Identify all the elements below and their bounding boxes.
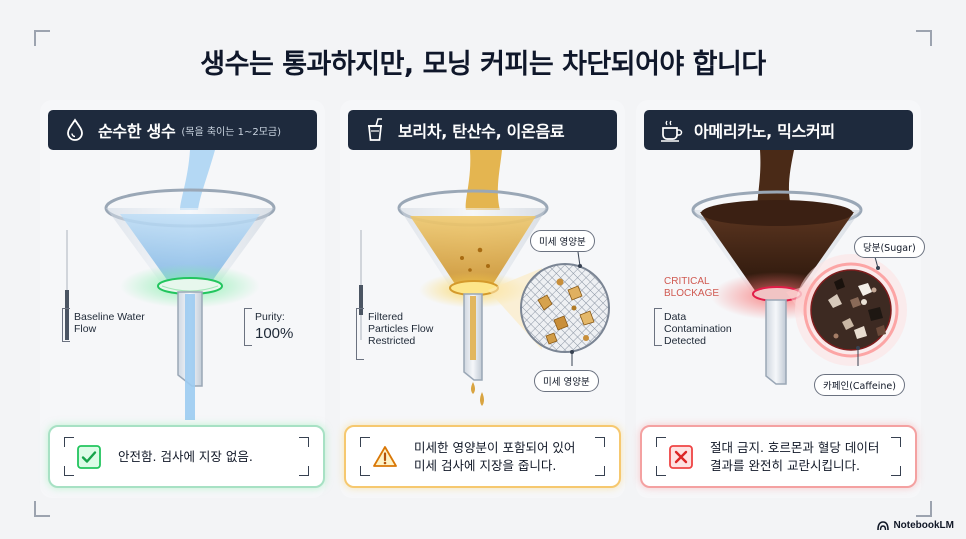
- flow-gauge: [358, 230, 364, 340]
- panel-subtitle: (목을 축이는 1~2모금): [181, 126, 282, 138]
- page-title: 생수는 통과하지만, 모닝 커피는 차단되어야 합니다: [200, 49, 766, 80]
- label-bracket: [356, 308, 364, 360]
- panel-pure-water: 순수한 생수 (목을 축이는 1~2모금) Baseline Water Flo…: [40, 100, 325, 498]
- contamination-label: Data Contamination Detected: [664, 311, 732, 347]
- panel-title: 보리차, 탄산수, 이온음료: [398, 122, 565, 141]
- panel-header: 순수한 생수 (목을 축이는 1~2모금): [48, 110, 317, 150]
- status-box-danger: 절대 금지. 호르몬과 혈당 데이터 결과를 완전히 교란시킵니다.: [640, 425, 917, 488]
- status-box-safe: 안전함. 검사에 지장 없음.: [48, 425, 325, 488]
- footer-brand: NotebookLM: [877, 520, 954, 531]
- corner-bracket-bottom-left: [34, 501, 50, 517]
- purity-value: 100%: [255, 325, 294, 342]
- panel-title: 순수한 생수: [98, 122, 176, 141]
- coffee-funnel-illustration: [691, 150, 907, 385]
- purity-label: Purity:: [255, 311, 285, 323]
- status-box-warning: 미세한 영양분이 포함되어 있어 미세 검사에 지장을 줍니다.: [344, 425, 621, 488]
- tea-funnel-illustration: [397, 150, 610, 406]
- panel-header: 보리차, 탄산수, 이온음료: [348, 110, 617, 150]
- label-bracket: [62, 308, 70, 342]
- coffee-cup-icon: [661, 120, 683, 142]
- water-funnel-illustration: [104, 150, 276, 420]
- flow-gauge: [64, 230, 70, 340]
- panel-tea-soda: 보리차, 탄산수, 이온음료: [340, 100, 625, 498]
- label-caffeine: 카페인(Caffeine): [814, 374, 905, 396]
- label-bracket: [244, 308, 252, 346]
- baseline-flow-label: Baseline Water Flow: [74, 311, 145, 335]
- status-text: 절대 금지. 호르몬과 혈당 데이터 결과를 완전히 교란시킵니다.: [710, 439, 880, 473]
- status-text: 안전함. 검사에 지장 없음.: [118, 448, 253, 464]
- corner-bracket-bottom-right: [916, 501, 932, 517]
- warning-triangle-icon: [373, 445, 397, 467]
- status-text: 미세한 영양분이 포함되어 있어 미세 검사에 지장을 줍니다.: [414, 439, 576, 473]
- label-bracket: [654, 308, 662, 346]
- panel-header: 아메리카노, 믹스커피: [644, 110, 913, 150]
- water-drop-icon: [67, 118, 83, 141]
- notebooklm-logo-icon: [877, 520, 890, 530]
- corner-bracket-top-left: [34, 30, 50, 46]
- label-nutrient-bottom: 미세 영양분: [534, 370, 599, 392]
- panel-coffee: 아메리카노, 믹스커피: [636, 100, 925, 498]
- label-sugar: 당분(Sugar): [854, 236, 925, 258]
- x-mark-icon: [669, 444, 693, 469]
- checkmark-icon: [77, 444, 101, 469]
- panel-title: 아메리카노, 믹스커피: [694, 122, 835, 141]
- cup-with-straw-icon: [368, 118, 382, 141]
- filtered-particles-label: Filtered Particles Flow Restricted: [368, 311, 434, 347]
- corner-bracket-top-right: [916, 30, 932, 46]
- label-nutrient-top: 미세 영양분: [530, 230, 595, 252]
- critical-blockage-label: CRITICAL BLOCKAGE: [664, 276, 720, 299]
